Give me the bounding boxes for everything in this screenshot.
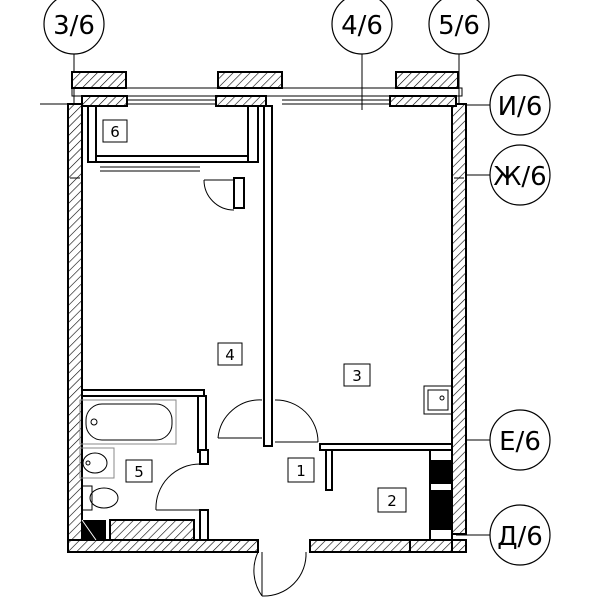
- svg-text:3: 3: [352, 367, 362, 385]
- axis-bubble-4-6: 4/6: [331, 0, 393, 55]
- service-shafts: [81, 460, 453, 553]
- kitchen-sink: [423, 385, 453, 415]
- room-label-4: 4: [217, 342, 243, 366]
- axis-label-d-6: Д/6: [497, 522, 543, 552]
- washbasin: [79, 447, 115, 479]
- room-label-6: 6: [102, 119, 128, 143]
- room-label-5: 5: [125, 459, 153, 483]
- parapet-blocks: [71, 71, 463, 97]
- axis-bubble-e-6: Е/6: [489, 409, 551, 471]
- room-label-1: 1: [287, 457, 315, 483]
- room-label-2: 2: [377, 487, 407, 513]
- windows: [70, 99, 464, 179]
- toilet: [81, 485, 119, 511]
- axis-label-4-6: 4/6: [341, 11, 383, 41]
- svg-text:6: 6: [110, 123, 120, 141]
- axis-label-3-6: 3/6: [53, 11, 95, 41]
- svg-text:4: 4: [225, 346, 235, 364]
- axis-bubble-d-6: Д/6: [489, 504, 551, 566]
- axis-label-zh-6: Ж/6: [493, 162, 546, 192]
- svg-text:2: 2: [387, 492, 397, 510]
- loggia-walls: [87, 105, 259, 172]
- axis-bubble-3-6: 3/6: [43, 0, 105, 55]
- axis-label-e-6: Е/6: [499, 427, 541, 457]
- room-label-3: 3: [343, 363, 371, 387]
- axis-label-5-6: 5/6: [438, 11, 480, 41]
- axis-bubble-zh-6: Ж/6: [489, 144, 551, 206]
- axis-bubble-i-6: И/6: [489, 74, 551, 136]
- axis-bubble-5-6: 5/6: [428, 0, 490, 55]
- bathtub: [79, 399, 177, 445]
- axis-label-i-6: И/6: [498, 92, 543, 122]
- doors: [155, 179, 319, 597]
- svg-text:1: 1: [296, 462, 306, 480]
- svg-text:5: 5: [134, 463, 144, 481]
